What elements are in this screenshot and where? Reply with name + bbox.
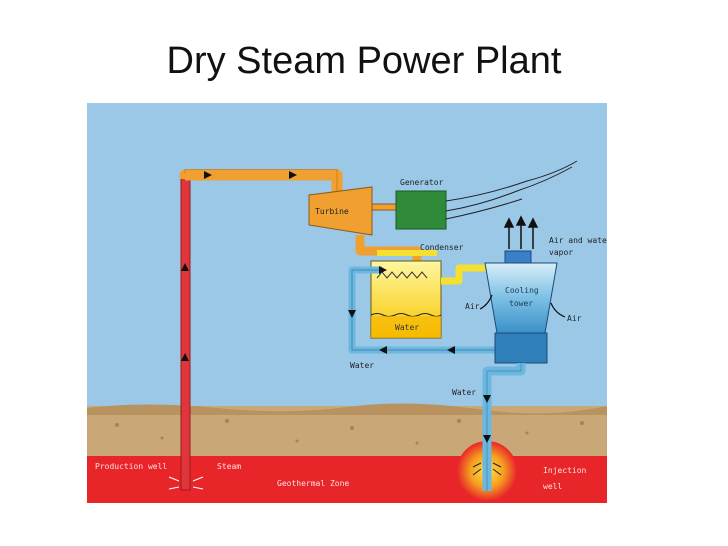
air-left-label: Air: [465, 302, 480, 311]
slide-title: Dry Steam Power Plant: [166, 40, 562, 82]
generator-label: Generator: [400, 178, 444, 187]
flow-arrows: [181, 171, 491, 443]
cooling-tower: [484, 262, 558, 334]
air-and-water-label: Air and water: [549, 236, 607, 245]
geothermal-zone: [87, 456, 607, 503]
injection-pipe: [482, 363, 526, 491]
diagram-canvas: Turbine Generator Water Condenser Coolin…: [87, 103, 607, 503]
air-right-arrow: [550, 302, 566, 318]
air-left-arrow: [479, 294, 493, 310]
water-pipe-label: Water: [350, 361, 374, 370]
water-injection-label: Water: [452, 388, 476, 397]
geothermal-zone-label: Geothermal Zone: [277, 479, 349, 488]
well-label: well: [543, 482, 562, 491]
air-right-label: Air: [567, 314, 582, 323]
production-well-marker: [168, 476, 204, 490]
steam-label: Steam: [217, 462, 241, 471]
vapor-arrows: [503, 215, 539, 249]
production-well-label: Production well: [95, 462, 167, 471]
vapor-label: vapor: [549, 248, 573, 257]
ground-speckles: [115, 419, 584, 445]
tower-basin: [494, 332, 548, 364]
condenser-water-level: [370, 313, 442, 317]
tower-label: tower: [509, 299, 533, 308]
condenser-water-label: Water: [395, 323, 419, 332]
hot-water-pipe: [441, 264, 487, 285]
ground-surface: [87, 403, 607, 415]
generator: [395, 190, 447, 230]
production-pipe: [180, 174, 191, 491]
tower-fan-housing: [504, 250, 532, 265]
condenser-label: Condenser: [420, 243, 464, 252]
turbine-shaft: [371, 203, 397, 211]
turbine: [308, 186, 373, 236]
injection-label: Injection: [543, 466, 587, 475]
power-plant-diagram: Turbine Generator Water Condenser Coolin…: [87, 103, 607, 503]
power-lines: [445, 160, 578, 220]
condenser-coil: [376, 271, 428, 279]
injection-well-marker: [472, 462, 502, 476]
turbine-label: Turbine: [315, 207, 349, 216]
cooling-label: Cooling: [505, 286, 539, 295]
